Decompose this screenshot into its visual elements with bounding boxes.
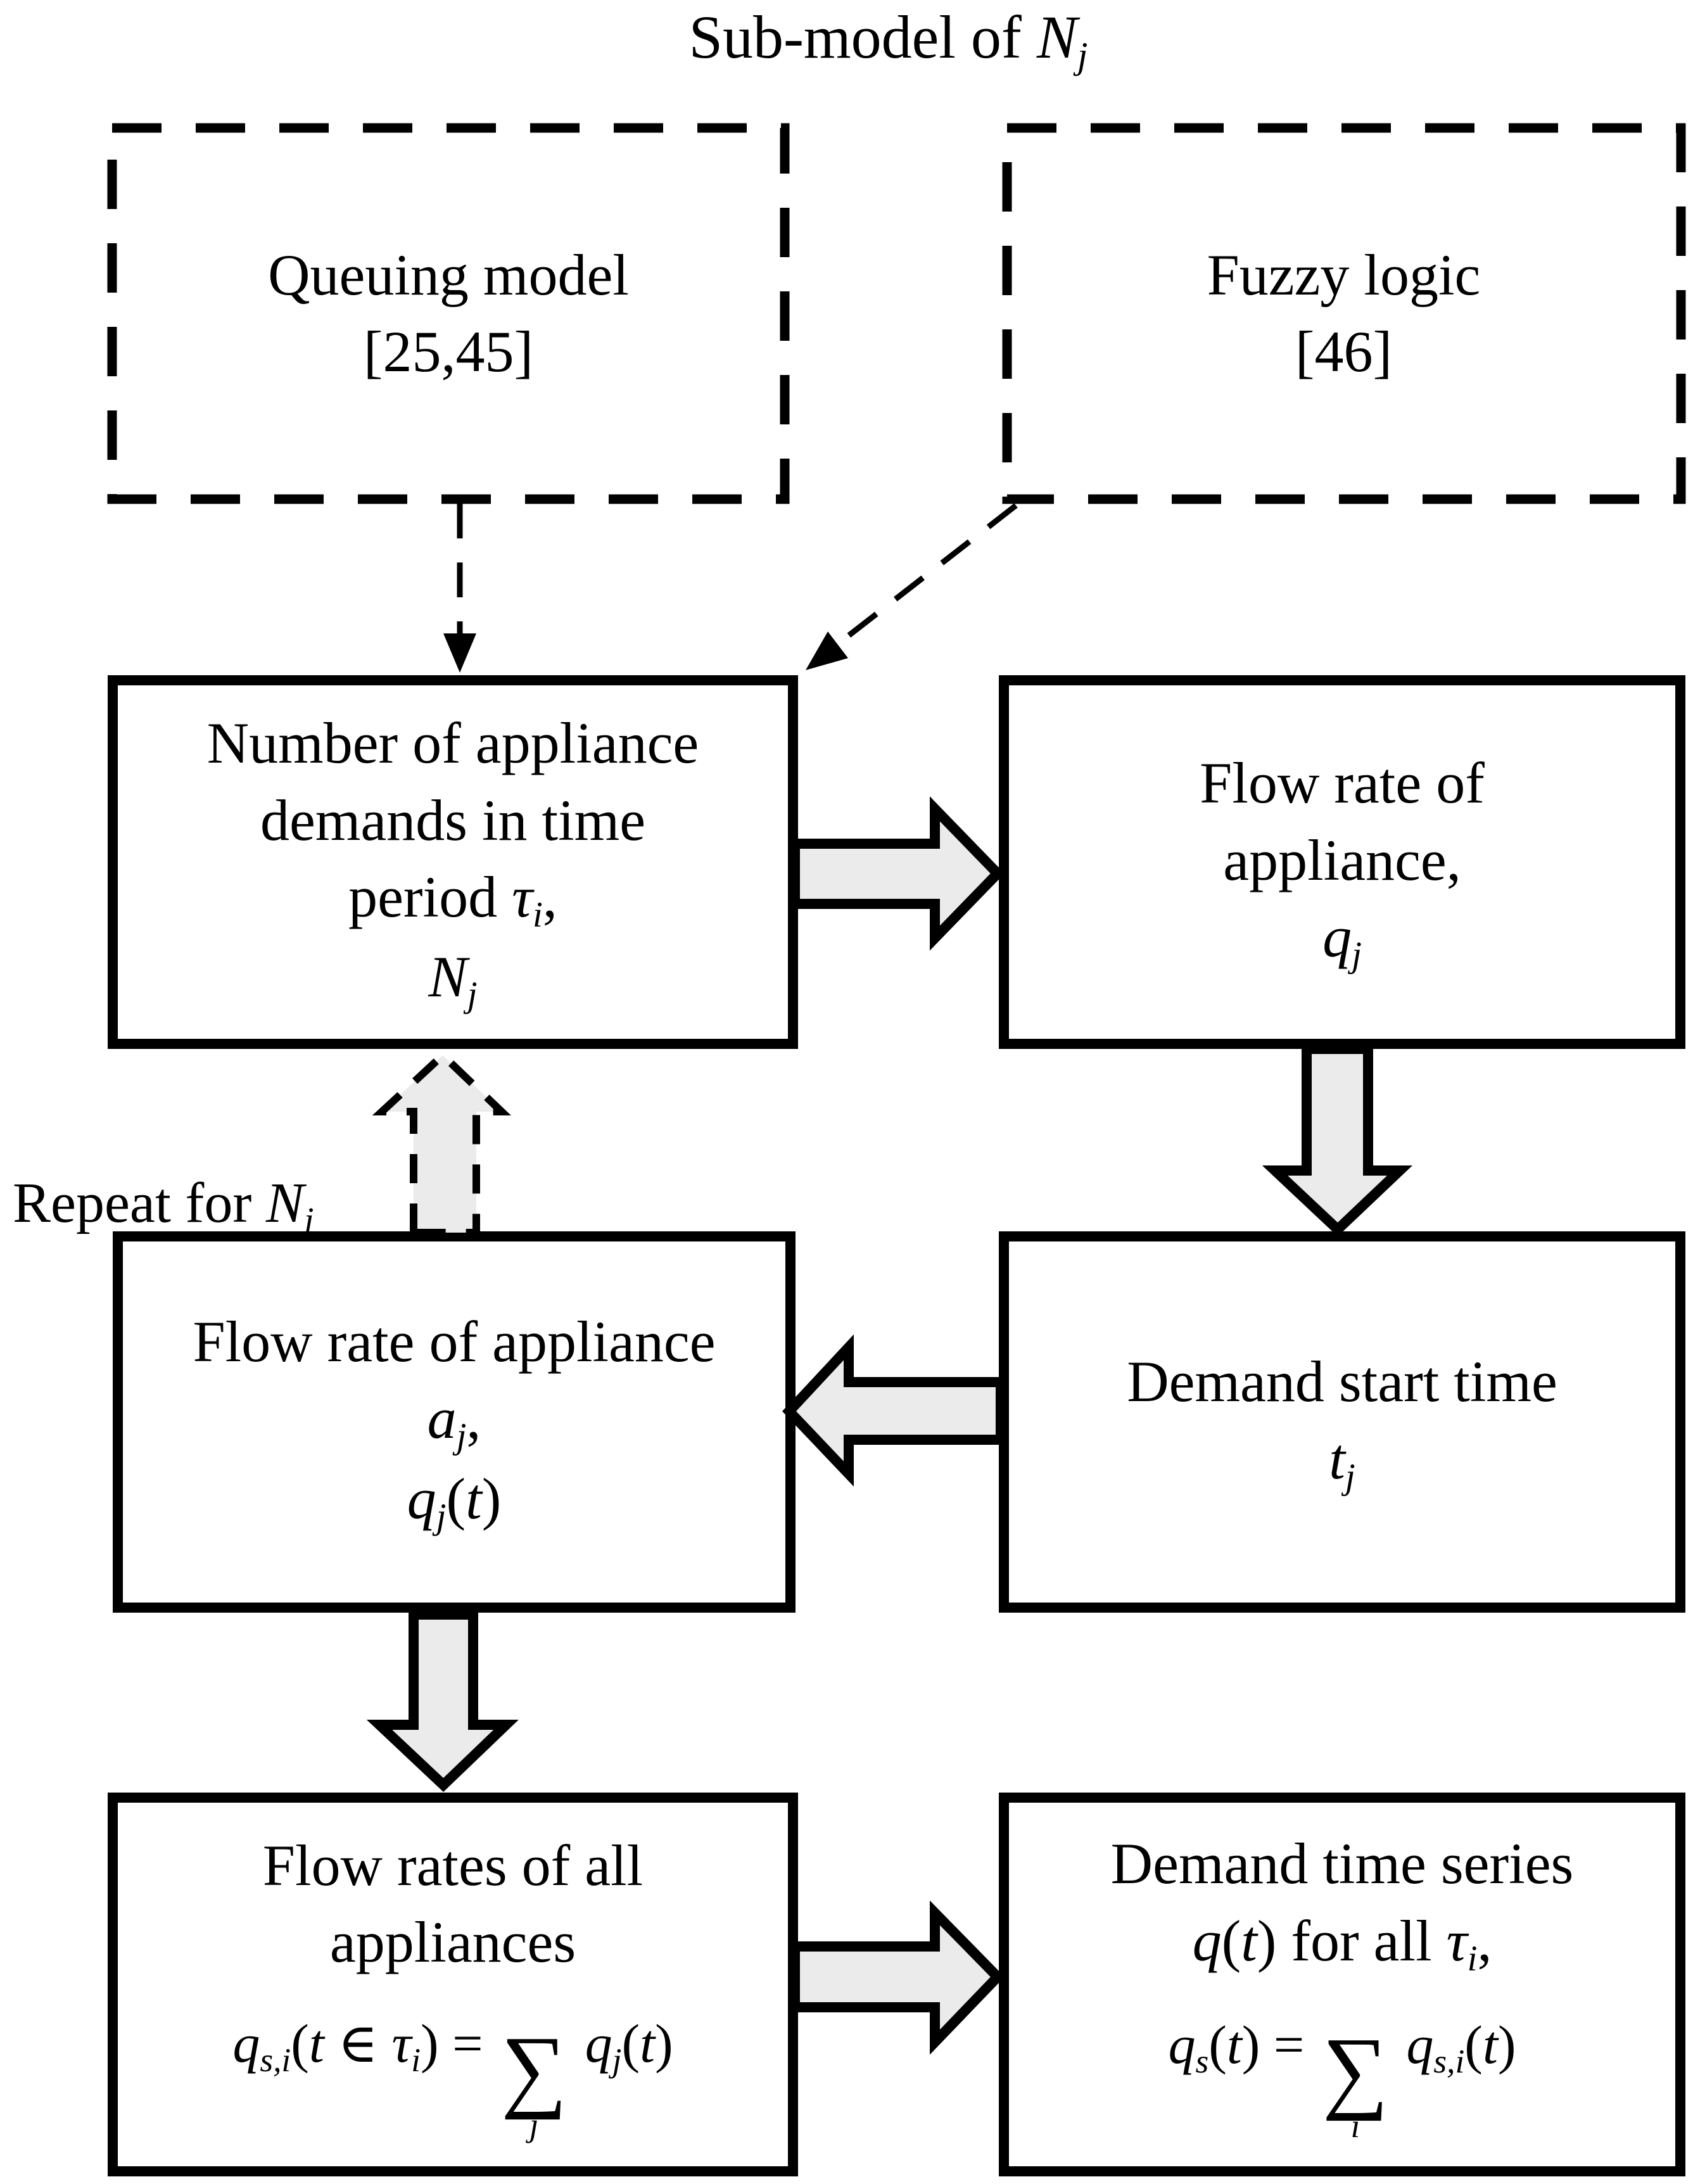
box-text-line: demands in time [260, 787, 646, 853]
box-text-line: aj, [427, 1386, 481, 1457]
diagram-title: Sub-model of Nj [688, 3, 1088, 77]
box-text-line: Demand start time [1127, 1349, 1557, 1414]
flow-rate-box: Flow rate of appliance, qj [999, 675, 1685, 1049]
start-time-to-appliance-flow-rate-arrow [782, 1334, 1006, 1487]
fuzzy-logic-box: Fuzzy logic [46] [1002, 124, 1685, 504]
all-flow-rates-label: Flow rates of all appliances [263, 1827, 643, 1981]
box-text-line: q(t) for all τi, [1192, 1908, 1492, 1979]
box-text-line: Number of appliance [206, 711, 699, 776]
appliance-flow-rate-box: Flow rate of appliance aj, qj(t) [113, 1231, 796, 1613]
box-text-line: period τi, [348, 865, 557, 936]
demand-time-series-box: Demand time series q(t) for all τi, qs(t)… [999, 1793, 1685, 2176]
box-text-line: qj [1322, 905, 1362, 975]
box-text-line: Fuzzy logic [1207, 242, 1481, 307]
repeat-for-nj-arrow [372, 1050, 511, 1236]
demand-time-series-label: Demand time series q(t) for all τi, [1111, 1825, 1574, 1983]
queuing-model-box: Queuing model [25,45] [108, 124, 789, 504]
appliance-flow-rate-to-all-flow-rates-arrow [366, 1609, 519, 1793]
box-text-line: [25,45] [363, 319, 534, 384]
box-text-line: tj [1329, 1426, 1355, 1497]
all-flow-rates-box: Flow rates of all appliances qs,i(t ∈ τi)… [108, 1793, 798, 2176]
box-text-line: [46] [1295, 319, 1393, 384]
box-text-line: qj(t) [407, 1466, 502, 1537]
all-flow-rates-to-demand-series-arrow [790, 1900, 1005, 2055]
box-text-line: appliances [329, 1910, 576, 1975]
box-text-line: appliance, [1223, 827, 1461, 892]
demand-count-to-flow-rate-arrow [790, 796, 1005, 951]
box-text-line: Nj [428, 944, 478, 1015]
box-text-line: Queuing model [268, 242, 629, 307]
demand-time-series-equation: qs(t) = ∑i qs,i(t) [1168, 2014, 1516, 2145]
flow-rate-to-start-time-arrow [1262, 1044, 1413, 1237]
box-text-line: Flow rate of appliance [193, 1309, 716, 1375]
box-text-line: Demand time series [1110, 1831, 1574, 1896]
box-text-line: Flow rate of [1200, 751, 1485, 816]
demand-count-box: Number of appliance demands in time period… [108, 675, 798, 1049]
demand-start-time-box: Demand start time tj [999, 1231, 1685, 1613]
fuzzy-to-demand-count-arrow [806, 503, 1018, 670]
repeat-for-nj-label: Repeat for Nj [13, 1172, 314, 1240]
queuing-to-demand-count-arrow [443, 504, 476, 673]
all-flow-rates-equation: qs,i(t ∈ τi) = ∑j qj(t) [232, 2012, 673, 2143]
box-text-line: Flow rates of all [262, 1832, 644, 1898]
